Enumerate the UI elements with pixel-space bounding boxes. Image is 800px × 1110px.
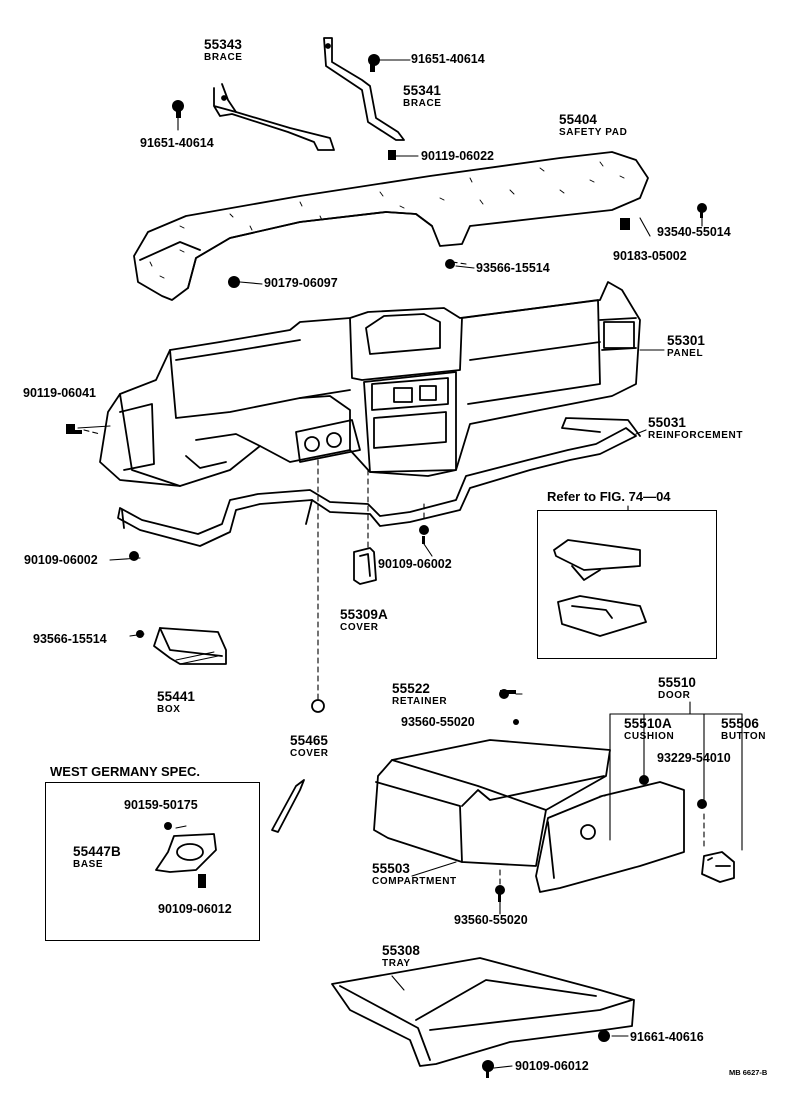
fastener-label: 93560-55020 <box>454 913 528 927</box>
panel-55301 <box>99 281 641 487</box>
part-number: 55309A <box>340 607 388 622</box>
box-55441 <box>153 627 227 665</box>
callout-55404: 55404 SAFETY PAD <box>559 113 627 138</box>
brace-55343 <box>213 83 335 151</box>
callout-55309a: 55309A COVER <box>340 608 388 633</box>
fastener-label: 93566-15514 <box>33 632 107 646</box>
base-55447b <box>155 833 217 873</box>
part-number: 55341 <box>403 83 442 98</box>
fastener-label: 90119-06041 <box>23 386 96 400</box>
part-number: 55441 <box>157 689 196 704</box>
fastener-label: 90119-06022 <box>421 149 494 163</box>
fastener-label: 93560-55020 <box>401 715 475 729</box>
part-name: CUSHION <box>624 730 675 742</box>
fastener-label: 91661-40616 <box>630 1030 704 1044</box>
safety-pad-55404 <box>133 151 649 301</box>
alignment-dashes <box>83 261 705 885</box>
refer-box-title: Refer to FIG. 74—04 <box>547 489 671 504</box>
part-name: SAFETY PAD <box>559 126 628 138</box>
button-55506 <box>701 851 735 883</box>
fastener-label: 90109-06002 <box>378 557 452 571</box>
part-name: REINFORCEMENT <box>648 429 744 441</box>
callout-55447b: 55447B BASE <box>73 845 121 870</box>
callout-55441: 55441 BOX <box>157 690 195 715</box>
part-name: BOX <box>157 703 181 715</box>
door-55510 <box>535 781 685 893</box>
fastener-label: 93540-55014 <box>657 225 731 239</box>
fastener-label: 93566-15514 <box>476 261 550 275</box>
part-number: 55031 <box>648 415 687 430</box>
part-name: PANEL <box>667 347 704 359</box>
fastener-label: 93229-54010 <box>657 751 731 765</box>
fastener-glyphs <box>66 54 707 1078</box>
part-number: 55510A <box>624 716 672 731</box>
part-number: 55404 <box>559 112 598 127</box>
part-number: 55301 <box>667 333 706 348</box>
callout-55031: 55031 REINFORCEMENT <box>648 416 743 441</box>
part-name: BASE <box>73 858 104 870</box>
fastener-label: 90183-05002 <box>613 249 687 263</box>
west-germany-box-title: WEST GERMANY SPEC. <box>50 764 201 779</box>
refer-box-sketch <box>553 539 647 637</box>
callout-55503: 55503 COMPARTMENT <box>372 862 457 887</box>
cover-55465 <box>271 699 325 833</box>
callout-55510: 55510 DOOR <box>658 676 696 701</box>
fastener-label: 90179-06097 <box>264 276 338 290</box>
drawing-code: MB 6627-B <box>729 1068 768 1077</box>
callout-55308: 55308 TRAY <box>382 944 420 969</box>
part-name: TRAY <box>382 957 411 969</box>
callout-55343: 55343 BRACE <box>204 38 243 63</box>
callout-55522: 55522 RETAINER <box>392 682 447 707</box>
callout-55506: 55506 BUTTON <box>721 717 766 742</box>
brace-55341 <box>323 37 405 141</box>
reinforcement-55031 <box>117 417 641 547</box>
callout-55510a: 55510A CUSHION <box>624 717 674 742</box>
part-name: COMPARTMENT <box>372 875 457 887</box>
part-number: 55343 <box>204 37 243 52</box>
part-name: RETAINER <box>392 695 448 707</box>
fastener-label: 91651-40614 <box>411 52 485 66</box>
fastener-label: 90109-06012 <box>158 902 232 916</box>
part-name: COVER <box>340 621 379 633</box>
tray-55308 <box>331 957 635 1067</box>
west-germany-box <box>45 782 260 941</box>
cover-55309a <box>353 547 377 585</box>
refer-box <box>537 510 717 659</box>
part-name: BRACE <box>403 97 442 109</box>
part-number: 55506 <box>721 716 760 731</box>
part-number: 55465 <box>290 733 329 748</box>
part-name: DOOR <box>658 689 691 701</box>
callout-55341: 55341 BRACE <box>403 84 442 109</box>
fastener-label: 90109-06002 <box>24 553 98 567</box>
part-number: 55510 <box>658 675 697 690</box>
part-number: 55308 <box>382 943 421 958</box>
part-name: COVER <box>290 747 329 759</box>
leader-lines <box>77 59 743 1069</box>
callout-55465: 55465 COVER <box>290 734 329 759</box>
part-number: 55522 <box>392 681 431 696</box>
fastener-label: 90159-50175 <box>124 798 198 812</box>
part-number: 55503 <box>372 861 411 876</box>
part-name: BRACE <box>204 51 243 63</box>
fastener-label: 90109-06012 <box>515 1059 589 1073</box>
part-number: 55447B <box>73 844 121 859</box>
callout-55301: 55301 PANEL <box>667 334 705 359</box>
compartment-55503 <box>373 739 611 867</box>
part-name: BUTTON <box>721 730 767 742</box>
fastener-label: 91651-40614 <box>140 136 214 150</box>
